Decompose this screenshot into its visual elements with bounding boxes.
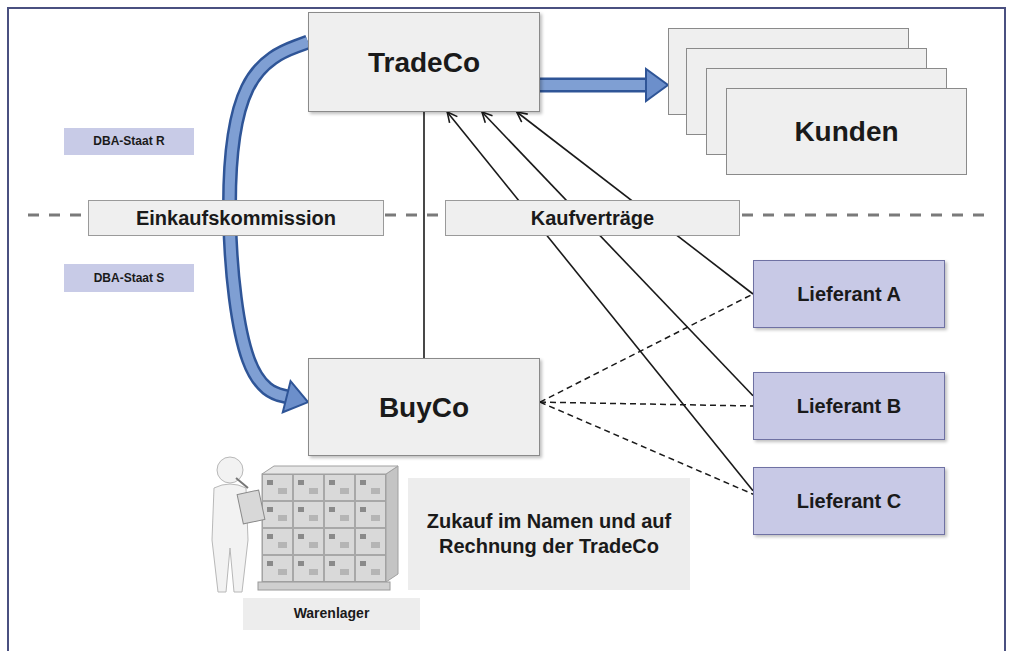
arrow-head <box>283 381 308 412</box>
node-text: BuyCo <box>373 390 475 425</box>
edge-label: Einkaufskommission <box>88 200 384 236</box>
frame-border <box>8 8 1005 651</box>
state-tag: DBA-Staat S <box>64 264 194 292</box>
connector <box>540 402 753 406</box>
arrow-body <box>540 80 650 90</box>
connector <box>540 69 668 101</box>
node-text: Kunden <box>788 114 904 149</box>
node-text: Zukauf im Namen und auf Rechnung der Tra… <box>413 509 685 559</box>
node-text: DBA-Staat R <box>87 134 170 149</box>
edge-label: Kaufverträge <box>445 200 740 236</box>
warehouse-caption: Warenlager <box>243 598 420 630</box>
stack-outline <box>668 28 968 176</box>
customer-stack: Kunden <box>668 28 968 176</box>
arrow-outline <box>540 77 650 92</box>
stack-sheet <box>727 89 967 175</box>
stack-front: Kunden <box>726 88 967 175</box>
note-panel: Zukauf im Namen und auf Rechnung der Tra… <box>408 478 690 590</box>
arrow-head <box>646 69 668 101</box>
supplier-box: Lieferant B <box>753 372 945 440</box>
node-text: Warenlager <box>288 605 376 623</box>
dashed-line <box>540 402 753 406</box>
contract-line <box>423 112 425 358</box>
node-text: Lieferant B <box>791 394 907 419</box>
node-text: DBA-Staat S <box>88 271 171 286</box>
connector <box>540 294 753 402</box>
node-text: TradeCo <box>362 45 486 80</box>
entity-box: BuyCo <box>308 358 540 456</box>
dashed-line <box>540 294 753 402</box>
node-text: Lieferant C <box>791 489 907 514</box>
supplier-box: Lieferant A <box>753 260 945 328</box>
warehouse-illustration <box>212 457 398 592</box>
supplier-box: Lieferant C <box>753 467 945 535</box>
entity-box: TradeCo <box>308 12 540 112</box>
state-tag: DBA-Staat R <box>64 128 194 155</box>
node-text: Lieferant A <box>791 282 907 307</box>
connector <box>424 112 425 358</box>
